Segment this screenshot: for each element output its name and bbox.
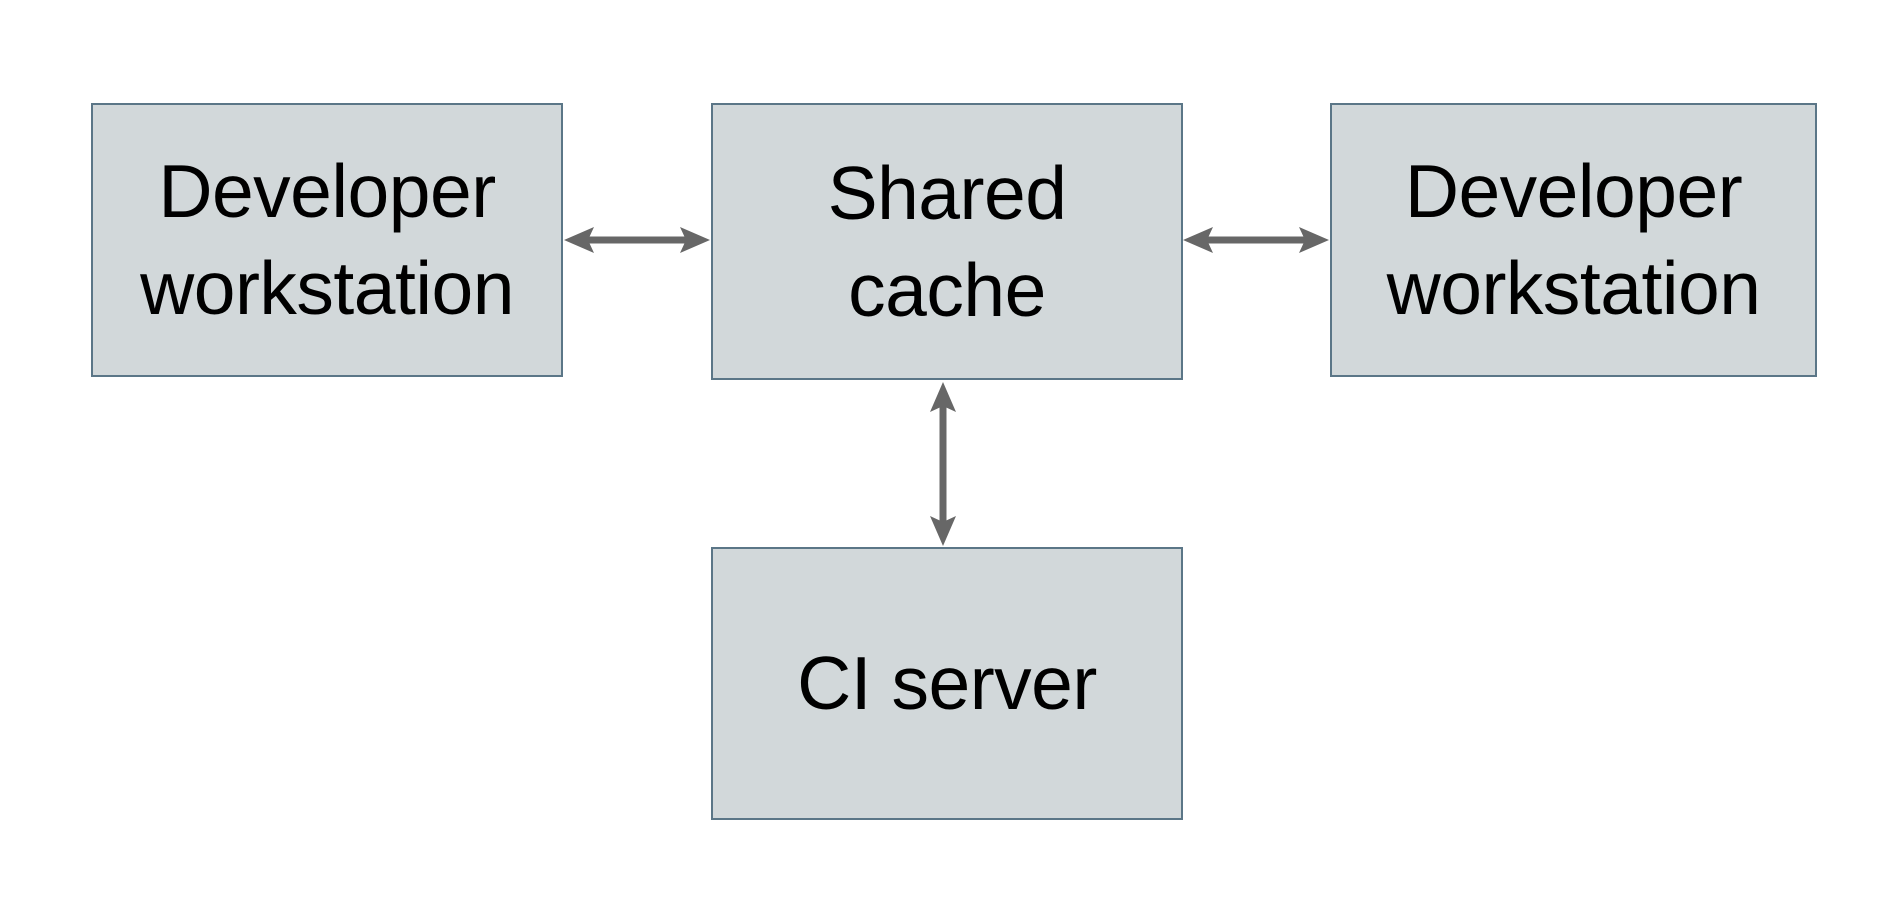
node-developer-workstation-right: Developer workstation (1330, 103, 1817, 377)
node-label-ci-server: CI server (797, 641, 1097, 725)
node-developer-workstation-left: Developer workstation (91, 103, 563, 377)
double-arrow-left-workstation-cache-icon (564, 227, 710, 253)
double-arrow-cache-right-workstation-icon (1183, 227, 1329, 253)
node-ci-server: CI server (711, 547, 1183, 820)
node-label-shared-cache: Shared cache (827, 150, 1067, 332)
arrowhead-bottom (930, 516, 956, 546)
double-arrow-cache-ci-server-icon (930, 382, 956, 546)
arrowhead-left (564, 227, 594, 253)
arrowhead-right (1299, 227, 1329, 253)
arrowhead-right (680, 227, 710, 253)
node-label-developer-workstation-right: Developer workstation (1386, 149, 1761, 330)
arrowhead-top (930, 382, 956, 412)
arrowhead-left (1183, 227, 1213, 253)
node-shared-cache: Shared cache (711, 103, 1183, 380)
node-label-developer-workstation-left: Developer workstation (140, 149, 514, 330)
